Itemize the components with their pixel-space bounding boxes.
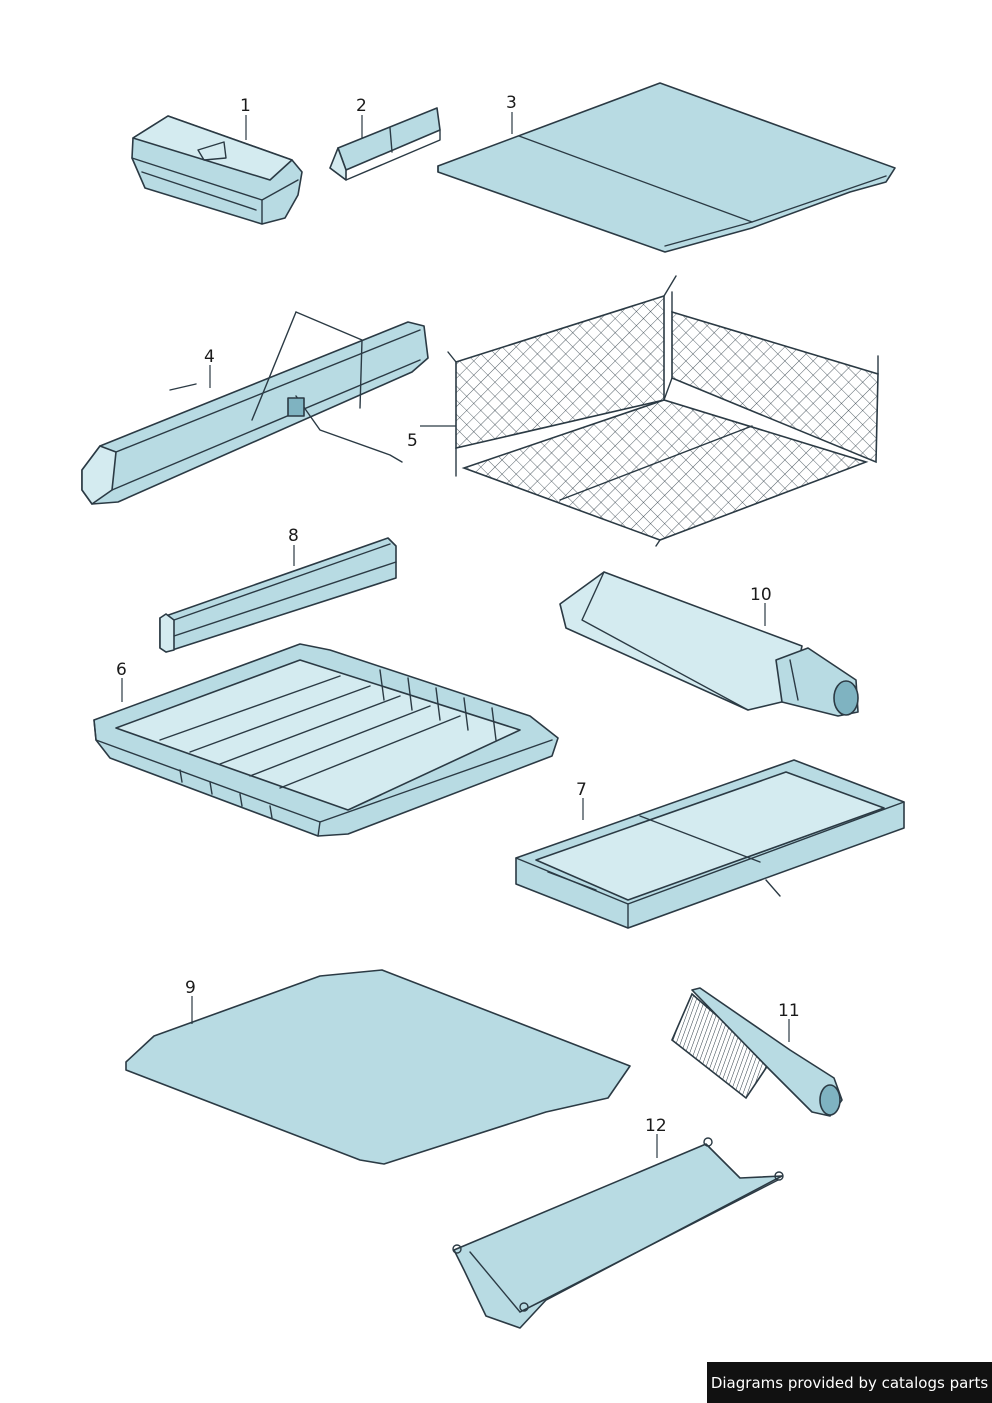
part-4-ski-bag xyxy=(81,311,429,505)
label-4: 4 xyxy=(204,347,215,367)
footer-credit: Diagrams provided by catalogs parts xyxy=(707,1362,992,1403)
part-11-brush xyxy=(671,987,843,1117)
label-1: 1 xyxy=(240,96,251,116)
label-6: 6 xyxy=(116,660,127,680)
part-1-storage-box xyxy=(131,115,303,225)
part-10-umbrella xyxy=(559,571,859,717)
part-12-holding-net xyxy=(452,1137,784,1329)
label-3: 3 xyxy=(506,93,517,113)
part-7-organizer-tray xyxy=(515,759,905,929)
label-9: 9 xyxy=(185,978,196,998)
part-6-trunk-tray xyxy=(93,643,559,837)
part-3-floor-panel xyxy=(437,82,896,253)
label-10: 10 xyxy=(750,585,772,605)
label-5: 5 xyxy=(407,431,418,451)
part-9-floor-mat xyxy=(125,969,631,1165)
label-11: 11 xyxy=(778,1001,800,1021)
label-8: 8 xyxy=(288,526,299,546)
part-2-divider xyxy=(329,107,441,181)
label-7: 7 xyxy=(576,780,587,800)
part-8-cargo-cover xyxy=(159,537,397,653)
label-12: 12 xyxy=(645,1116,667,1136)
label-2: 2 xyxy=(356,96,367,116)
part-5-luggage-net xyxy=(447,275,879,547)
